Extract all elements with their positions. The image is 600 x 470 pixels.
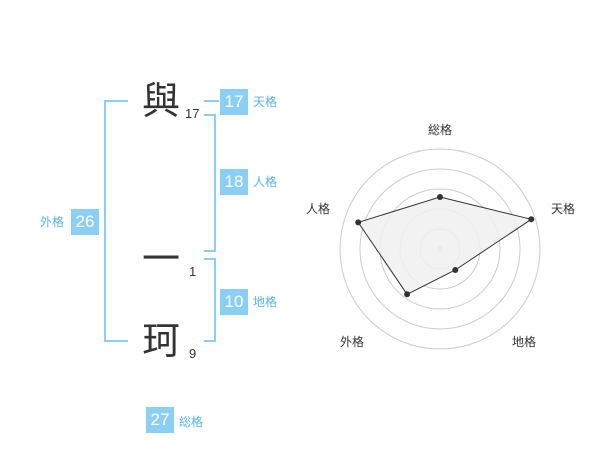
chikaku-label: 地格 xyxy=(253,295,278,309)
radar-point-3 xyxy=(404,291,411,298)
radar-label-soukaku: 総格 xyxy=(428,122,452,137)
radar-point-4 xyxy=(355,219,362,226)
name-char-2: 一 xyxy=(142,237,181,281)
stroke-count-1: 17 xyxy=(185,106,200,121)
jinkaku-bracket xyxy=(204,114,216,252)
radar-ring xyxy=(339,148,541,350)
soukaku-label: 総格 xyxy=(179,415,204,429)
radar-chart: 総格 天格 地格 外格 人格 xyxy=(306,122,575,350)
chikaku-bracket xyxy=(204,258,216,342)
radar-point-2 xyxy=(452,267,459,273)
soukaku-badge: 27 xyxy=(146,407,174,433)
gaikaku-label: 外格 xyxy=(40,215,65,229)
jinkaku-badge: 18 xyxy=(220,169,248,195)
radar-point-1 xyxy=(528,216,535,223)
radar-score-polygon xyxy=(357,196,533,295)
gaikaku-badge: 26 xyxy=(71,209,99,235)
radar-label-chikaku: 地格 xyxy=(512,334,536,349)
chikaku-badge: 10 xyxy=(220,289,248,315)
gaikaku-bracket xyxy=(104,100,128,342)
radar-label-tenkaku: 天格 xyxy=(551,201,575,216)
tenkaku-badge: 17 xyxy=(220,89,248,115)
radar-label-gaikaku: 外格 xyxy=(340,334,364,349)
tenkaku-bracket-connector xyxy=(204,100,219,102)
tenkaku-label: 天格 xyxy=(253,95,278,109)
radar-ring xyxy=(359,168,521,330)
radar-point-0 xyxy=(437,194,443,200)
stroke-count-3: 9 xyxy=(189,346,197,361)
stroke-count-2: 1 xyxy=(189,264,197,279)
radar-label-jinkaku: 人格 xyxy=(306,201,330,216)
name-char-1: 與 xyxy=(142,79,181,123)
name-char-3: 珂 xyxy=(142,319,181,363)
radar-points xyxy=(355,194,535,298)
jinkaku-label: 人格 xyxy=(253,175,278,189)
